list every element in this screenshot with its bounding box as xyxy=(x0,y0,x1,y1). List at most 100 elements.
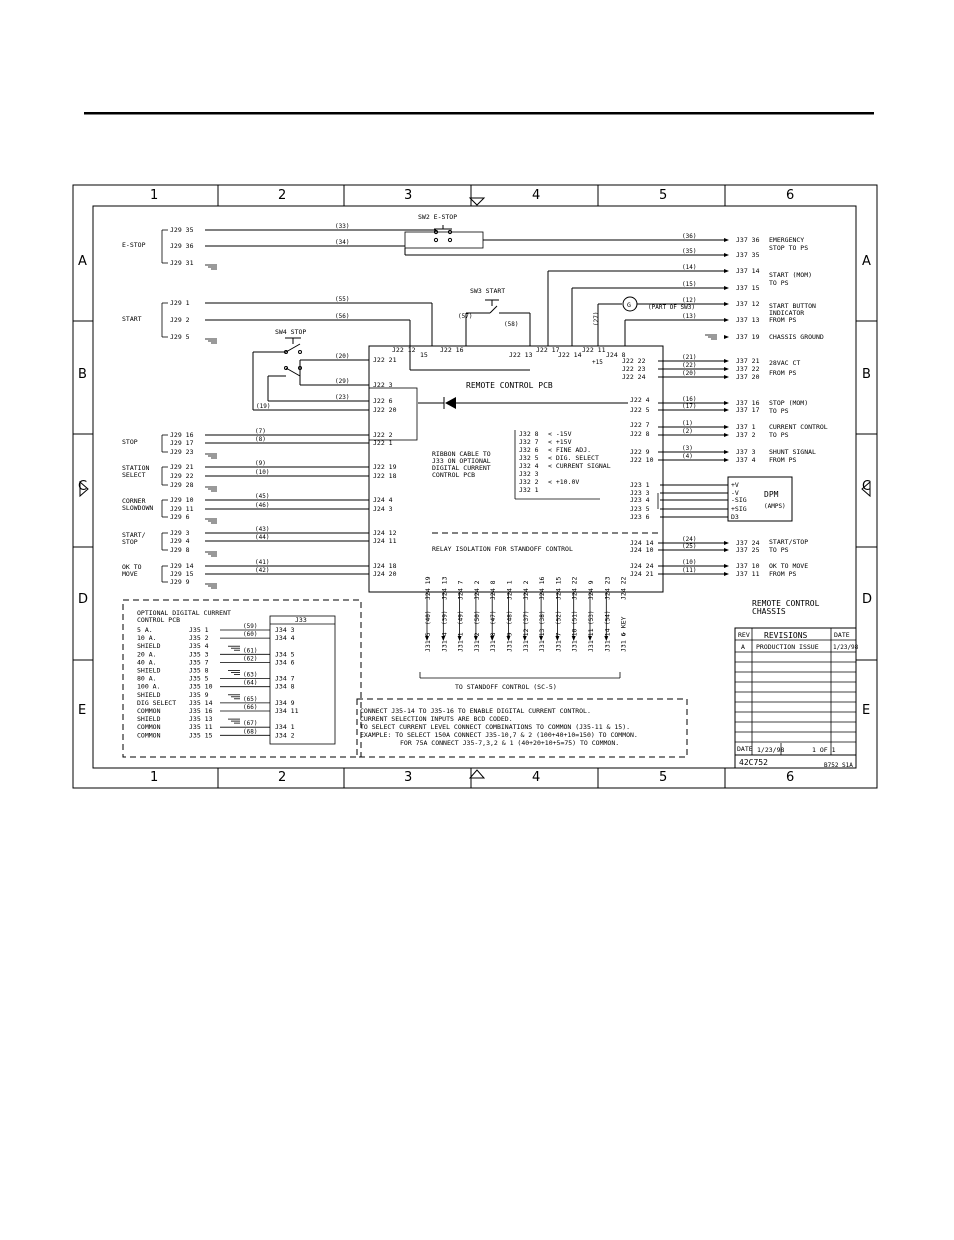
pcb-left-pin: J22 3 xyxy=(373,381,393,389)
center-arrow-right xyxy=(861,480,871,498)
revisions-header: REVISIONS xyxy=(764,631,808,640)
pcb-right-pin: J22 8 xyxy=(630,430,650,438)
stop-switch-label: SW4 STOP xyxy=(275,328,306,336)
zone-row-right-A: A xyxy=(862,254,871,269)
dpm-title: DPM xyxy=(764,490,779,499)
input-pin: J29 8 xyxy=(170,546,190,554)
optional-row-label: SHIELD xyxy=(137,691,161,699)
wire-number: (44) xyxy=(255,534,269,541)
input-pin: J29 11 xyxy=(170,505,194,513)
output-pin: J37 24 xyxy=(736,539,760,547)
input-pin: J29 14 xyxy=(170,562,194,570)
remote-control-pcb xyxy=(368,345,664,593)
arrow xyxy=(425,636,429,641)
standoff-wire: (50) xyxy=(474,611,481,625)
ribbon-pin: J32 1 xyxy=(519,486,539,494)
note-line: CONNECT J35-14 TO J35-16 TO ENABLE DIGIT… xyxy=(360,707,591,715)
optional-j34-pin: J34 3 xyxy=(275,626,295,634)
arrow xyxy=(522,636,527,641)
pcb-title: REMOTE CONTROL PCB xyxy=(466,381,553,390)
optional-j35-pin: J35 16 xyxy=(189,707,213,715)
standoff-bottom-pin: J31 6 xyxy=(620,632,628,652)
pcb-top-pin: J24 8 xyxy=(606,351,626,359)
output-pin: J37 13 xyxy=(736,316,760,324)
standoff-wire: (54) xyxy=(604,611,611,625)
optional-row-label: DIG SELECT xyxy=(137,699,176,707)
ribbon-note: DIGITAL CURRENT xyxy=(432,464,491,472)
pcb-pin: J24 20 xyxy=(373,570,397,578)
note-line: TO SELECT CURRENT LEVEL CONNECT COMBINAT… xyxy=(360,723,630,731)
zone-row-left-E: E xyxy=(78,703,86,718)
optional-row-label: SHIELD xyxy=(137,715,161,723)
notes-box xyxy=(356,698,688,758)
output-wire-number: (36) xyxy=(682,233,696,240)
output-label: FROM PS xyxy=(769,316,796,324)
standoff-top-pin: J24 8 xyxy=(489,580,497,600)
pcb-right-pin: J22 9 xyxy=(630,448,650,456)
optional-j35-pin: J35 8 xyxy=(189,667,209,675)
ribbon-note: J33 ON OPTIONAL xyxy=(432,457,491,465)
zone-row-right-D: D xyxy=(862,592,872,607)
standoff-bottom-pin: J31 8 xyxy=(489,632,497,652)
output-label: STOP TO PS xyxy=(769,244,808,252)
output-wire-number: (1) xyxy=(682,420,693,427)
wire-number: (8) xyxy=(255,436,266,443)
input-group-label: E-STOP xyxy=(122,241,146,249)
arrow xyxy=(490,636,495,641)
output-pin: J37 10 xyxy=(736,562,760,570)
optional-j35-pin: J35 15 xyxy=(189,731,213,739)
optional-title: CONTROL PCB xyxy=(137,616,180,624)
ribbon-pin: J32 8 xyxy=(519,430,539,438)
input-pin: J29 35 xyxy=(170,226,194,234)
optional-wire: (67) xyxy=(243,720,257,727)
wire-number: (46) xyxy=(255,502,269,509)
standoff-top-pin: J24 22 xyxy=(571,576,579,600)
wire-number: (7) xyxy=(255,428,266,435)
output-wire-number: (25) xyxy=(682,543,696,550)
zone-row-left-D: D xyxy=(78,592,88,607)
relay-title: RELAY ISOLATION FOR STANDOFF CONTROL xyxy=(432,545,573,553)
start-switch-label: SW3 START xyxy=(470,287,505,295)
dpm-pcb-pin: J23 4 xyxy=(630,496,650,504)
input-pin: J29 6 xyxy=(170,513,190,521)
date-value: 1/23/98 xyxy=(757,746,784,754)
zone-col-bottom-4: 4 xyxy=(532,770,540,785)
pcb-pin: J22 2 xyxy=(373,431,393,439)
standoff-top-pin: J24 7 xyxy=(457,580,465,600)
standoff-top-pin: J24 23 xyxy=(603,576,611,600)
zone-col-top-4: 4 xyxy=(532,188,540,203)
dpm-sub: (AMPS) xyxy=(764,503,786,510)
output-pin: J37 15 xyxy=(736,284,760,292)
arrow xyxy=(724,367,729,371)
pcb-left-pin: J22 20 xyxy=(373,406,397,414)
pcb-pin: J24 11 xyxy=(373,537,397,545)
standoff-bottom-pin: J31 11 xyxy=(587,628,595,652)
optional-row-label: SHIELD xyxy=(137,667,161,675)
pcb-right-pin: J22 5 xyxy=(630,406,650,414)
indicator-note: (PART OF SW3) xyxy=(648,304,695,311)
standoff-top-pin: J24 19 xyxy=(424,576,432,600)
input-pin: J29 16 xyxy=(170,431,194,439)
input-group-label: STOP xyxy=(122,438,138,446)
ribbon-pin: J32 3 xyxy=(519,470,539,478)
zone-col-top-6: 6 xyxy=(786,188,794,203)
dpm-meter xyxy=(727,476,793,522)
zone-col-bottom-5: 5 xyxy=(659,770,667,785)
output-label: TO PS xyxy=(769,407,789,415)
output-label: STOP (MOM) xyxy=(769,399,808,407)
output-label: START/STOP xyxy=(769,538,808,546)
wire-27: (27) xyxy=(593,312,600,326)
pcb-right-pin: J22 10 xyxy=(630,456,654,464)
arrow xyxy=(506,636,511,641)
arrow xyxy=(473,636,478,641)
optional-j35-pin: J35 13 xyxy=(189,715,213,723)
standoff-bottom-pin: J31 14 xyxy=(603,628,611,652)
ribbon-pin: J32 2 xyxy=(519,478,539,486)
arrow xyxy=(724,541,729,545)
pcb-right-pin: J24 21 xyxy=(630,570,654,578)
optional-wire: (61) xyxy=(243,647,257,654)
